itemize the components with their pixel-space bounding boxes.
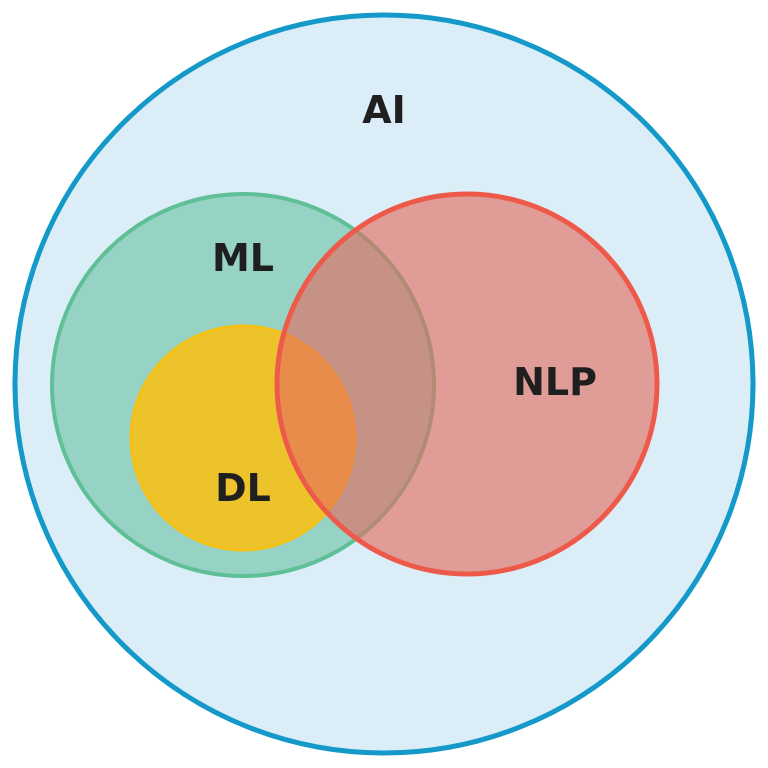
dl-label: DL bbox=[215, 466, 271, 510]
ai-circle-outline bbox=[12, 12, 756, 756]
nlp-label: NLP bbox=[513, 360, 597, 404]
nlp-circle bbox=[277, 194, 657, 574]
ai-label: AI bbox=[362, 88, 406, 132]
ml-label: ML bbox=[212, 236, 274, 280]
nlp-circle-outline bbox=[274, 191, 660, 577]
